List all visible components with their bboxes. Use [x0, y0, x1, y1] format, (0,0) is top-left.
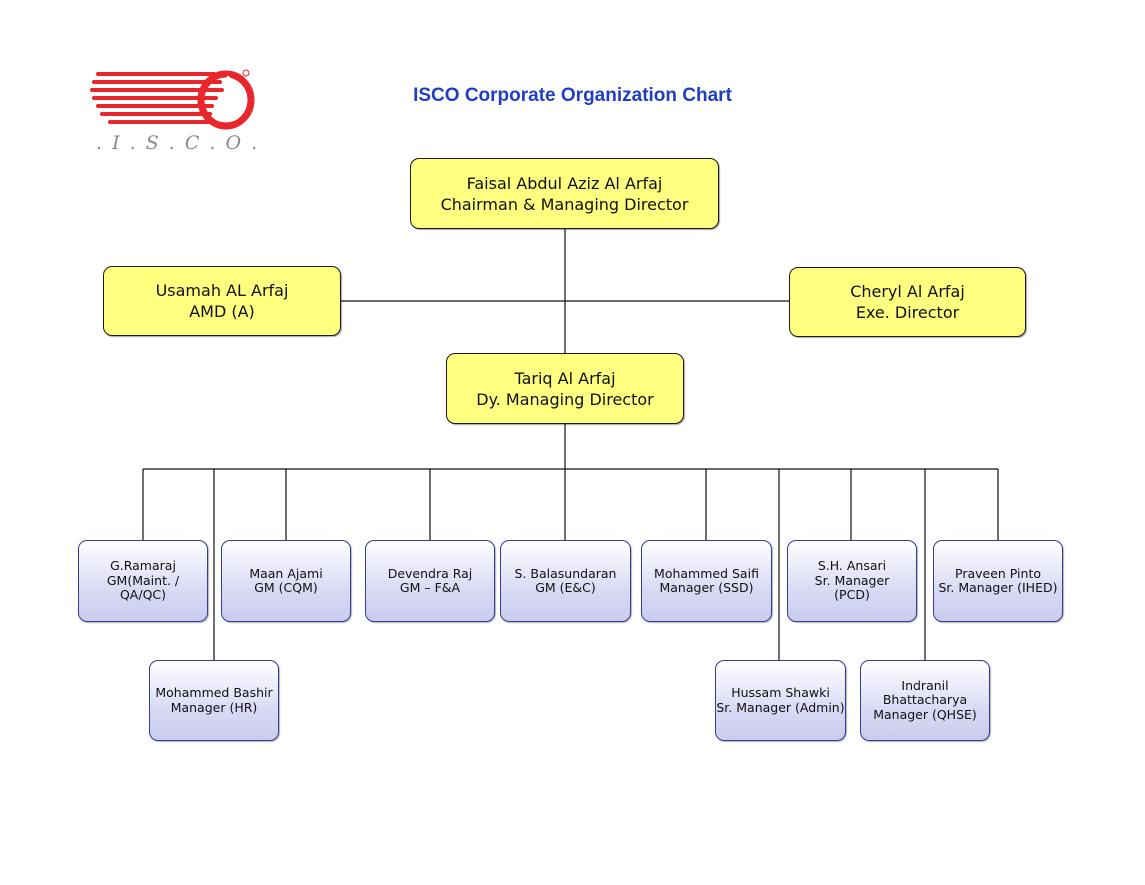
- saifi-role: Manager (SSD): [659, 580, 754, 595]
- balasundaran-role: GM (E&C): [535, 580, 596, 595]
- exe-director-role: Exe. Director: [855, 303, 960, 322]
- pinto-name: Praveen Pinto: [955, 565, 1041, 581]
- ramaraj-name: G.Ramaraj: [110, 558, 176, 574]
- ramaraj-box: G.Ramaraj GM(Maint. / QA/QC): [78, 540, 208, 622]
- raj-role: GM – F&A: [399, 580, 461, 595]
- exe-director-name: Cheryl Al Arfaj: [850, 282, 965, 301]
- balasundaran-box: S. Balasundaran GM (E&C): [500, 540, 631, 622]
- pinto-role: Sr. Manager (IHED): [938, 580, 1058, 595]
- amd-box: Usamah AL Arfaj AMD (A): [103, 266, 341, 336]
- shawki-role: Sr. Manager (Admin): [716, 699, 845, 715]
- ansari-role-cont: (PCD): [834, 587, 870, 603]
- dy-md-role: Dy. Managing Director: [476, 389, 654, 409]
- shawki-name: Hussam Shawki: [731, 685, 830, 700]
- isco-logo: [90, 69, 255, 130]
- raj-name: Devendra Raj: [387, 565, 473, 581]
- ajami-role: GM (CQM): [254, 580, 318, 595]
- bashir-role: Manager (HR): [170, 699, 258, 715]
- ramaraj-role-cont: QA/QC): [119, 587, 167, 603]
- ajami-box: Maan Ajami GM (CQM): [221, 540, 351, 622]
- shawki-box: Hussam Shawki Sr. Manager (Admin): [715, 660, 846, 741]
- bhattacharya-name: Indranil: [901, 677, 949, 693]
- saifi-box: Mohammed Saifi Manager (SSD): [641, 540, 772, 622]
- chart-title: ISCO Corporate Organization Chart: [413, 85, 732, 106]
- bhattacharya-role: Manager (QHSE): [873, 706, 977, 722]
- chairman-box: Faisal Abdul Aziz Al Arfaj Chairman & Ma…: [410, 158, 719, 229]
- ansari-role: Sr. Manager: [814, 572, 890, 588]
- balasundaran-name: S. Balasundaran: [514, 565, 617, 581]
- chairman-name: Faisal Abdul Aziz Al Arfaj: [466, 173, 663, 193]
- dy-md-box: Tariq Al Arfaj Dy. Managing Director: [446, 353, 684, 424]
- logo-wordmark: . I . S . C . O .: [96, 132, 260, 154]
- bashir-box: Mohammed Bashir Manager (HR): [149, 660, 279, 741]
- amd-role: AMD (A): [189, 302, 255, 321]
- ansari-box: S.H. Ansari Sr. Manager (PCD): [787, 540, 917, 622]
- chairman-role: Chairman & Managing Director: [440, 194, 689, 214]
- pinto-box: Praveen Pinto Sr. Manager (IHED): [933, 540, 1063, 622]
- dy-md-name: Tariq Al Arfaj: [514, 368, 616, 388]
- bhattacharya-surname: Bhattacharya: [882, 692, 968, 708]
- amd-name: Usamah AL Arfaj: [155, 281, 289, 300]
- bashir-name: Mohammed Bashir: [155, 685, 273, 700]
- bhattacharya-box: Indranil Bhattacharya Manager (QHSE): [860, 660, 990, 741]
- exe-director-box: Cheryl Al Arfaj Exe. Director: [789, 267, 1026, 337]
- ansari-name: S.H. Ansari: [817, 558, 887, 574]
- ajami-name: Maan Ajami: [249, 565, 323, 581]
- saifi-name: Mohammed Saifi: [654, 565, 759, 581]
- raj-box: Devendra Raj GM – F&A: [365, 540, 495, 622]
- ramaraj-role: GM(Maint. /: [106, 572, 180, 588]
